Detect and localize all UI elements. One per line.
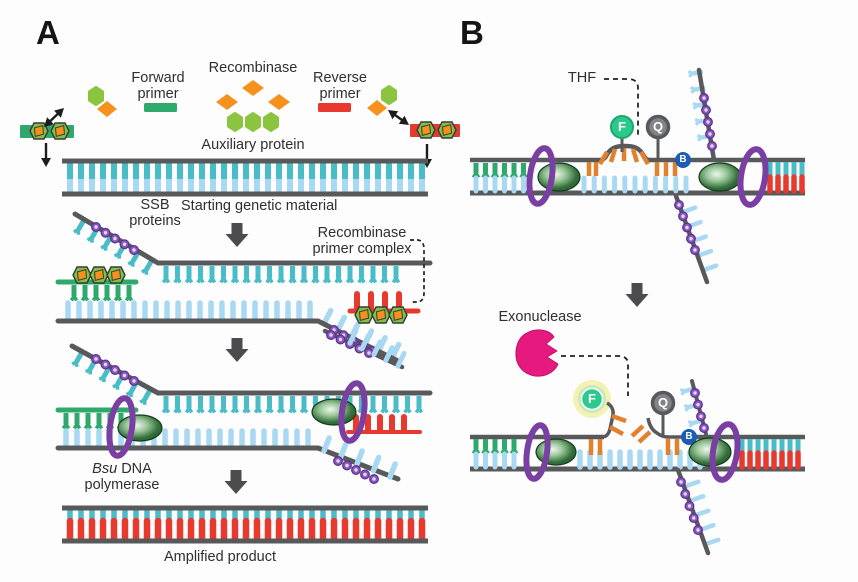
template-left-cap xyxy=(20,86,117,167)
starting-material-label: Starting genetic material xyxy=(181,198,338,214)
auxiliary-protein-icon xyxy=(245,112,261,132)
quencher-icon-bottom xyxy=(650,390,676,416)
quencher-letter-bottom: Q xyxy=(657,395,669,410)
recombinase-on-primer-icon xyxy=(29,122,49,140)
recombinase-on-primer-icon xyxy=(50,122,70,140)
panel-a-label: A xyxy=(36,14,60,51)
recombinase-on-primer-icon xyxy=(416,121,436,139)
polymerase-ring-icon xyxy=(523,422,551,482)
recombinase-on-primer-icon xyxy=(72,266,92,284)
recombinase-diamond-icon xyxy=(216,94,238,110)
recombinase-primer-complex-label: Recombinase primer complex xyxy=(312,225,412,258)
bsu-rest: DNA polymerase xyxy=(84,461,160,494)
blocker-letter-top: B xyxy=(679,154,687,165)
displaced-strand-bottom xyxy=(673,193,719,285)
step-arrow-b xyxy=(625,283,649,307)
quencher-icon-top xyxy=(645,114,671,140)
recombinase-diamond-icon xyxy=(367,100,387,116)
step-arrow-2 xyxy=(225,338,249,362)
legend-group xyxy=(144,80,351,132)
step-arrow-1 xyxy=(225,223,249,247)
starting-duplex xyxy=(62,158,428,197)
displaced-strand-top xyxy=(687,67,717,163)
probe-duplex-top xyxy=(470,67,805,285)
bsu-italic: Bsu xyxy=(92,461,118,477)
recombinase-on-primer-icon xyxy=(371,306,391,324)
panel-b-diagram xyxy=(470,67,805,556)
fluorophore-icon-top xyxy=(610,115,634,139)
thf-label: THF xyxy=(567,70,597,86)
displaced-strand-bottom-2 xyxy=(675,467,721,556)
fluorophore-letter-bottom: F xyxy=(588,391,596,406)
bsu-polymerase-label: Bsu DNA polymerase xyxy=(66,461,178,493)
recombinase-diamond-icon xyxy=(242,80,264,96)
polymerase-icon xyxy=(698,162,742,192)
amplified-product-label: Amplified product xyxy=(164,549,277,565)
displaced-strand-top-2 xyxy=(679,379,709,436)
reverse-primer-swatch xyxy=(318,103,351,112)
polymerase-ring-icon xyxy=(106,395,136,459)
recombinase-on-primer-icon xyxy=(89,266,109,284)
polymerase-ring-icon xyxy=(526,145,556,207)
blocker-letter-bottom: B xyxy=(685,431,693,442)
forward-primer-swatch xyxy=(144,103,177,112)
polymerase-ring-icon xyxy=(338,380,368,444)
auxiliary-protein-icon xyxy=(88,86,104,106)
recombinase-diamond-icon xyxy=(268,94,290,110)
probe-duplex-bottom xyxy=(470,379,805,556)
fluorophore-letter-top: F xyxy=(618,119,626,134)
auxiliary-protein-label: Auxiliary protein xyxy=(201,137,305,153)
polymerase-icon xyxy=(537,162,581,192)
recombinase-diamond-icon xyxy=(97,101,117,117)
forward-primer-label: Forward primer xyxy=(131,70,185,103)
amplified-product-duplex xyxy=(62,505,428,544)
panel-b-label: B xyxy=(460,14,484,51)
recombinase-label: Recombinase xyxy=(208,60,298,76)
recombinase-on-primer-icon xyxy=(437,121,457,139)
blocker-icon-top xyxy=(675,152,691,168)
blocker-icon-bottom xyxy=(681,429,697,445)
fluorophore-icon-bottom xyxy=(580,387,604,411)
auxiliary-protein-icon xyxy=(381,85,397,105)
polymerase-ring-icon xyxy=(709,421,741,483)
quencher-letter-top: Q xyxy=(652,119,664,134)
recombinase-on-primer-icon xyxy=(388,306,408,324)
elongation-stage xyxy=(55,327,433,484)
polymerase-ring-icon xyxy=(737,146,769,208)
step-arrow-3 xyxy=(224,470,248,494)
recombinase-on-primer-icon xyxy=(354,306,374,324)
panel-a-diagram xyxy=(20,80,460,544)
recombinase-on-primer-icon xyxy=(106,266,126,284)
polymerase-icon xyxy=(535,438,577,466)
polymerase-icon xyxy=(117,414,163,442)
ssb-proteins-label: SSB proteins xyxy=(129,197,181,230)
template-right-cap xyxy=(367,85,460,168)
exonuclease-label: Exonuclease xyxy=(498,309,582,325)
polymerase-icon xyxy=(311,398,357,426)
auxiliary-protein-icon xyxy=(263,112,279,132)
reverse-primer-label: Reverse primer xyxy=(313,70,367,103)
auxiliary-protein-icon xyxy=(227,112,243,132)
strand-invasion-stage xyxy=(55,211,433,364)
exonuclease-icon xyxy=(515,329,559,377)
